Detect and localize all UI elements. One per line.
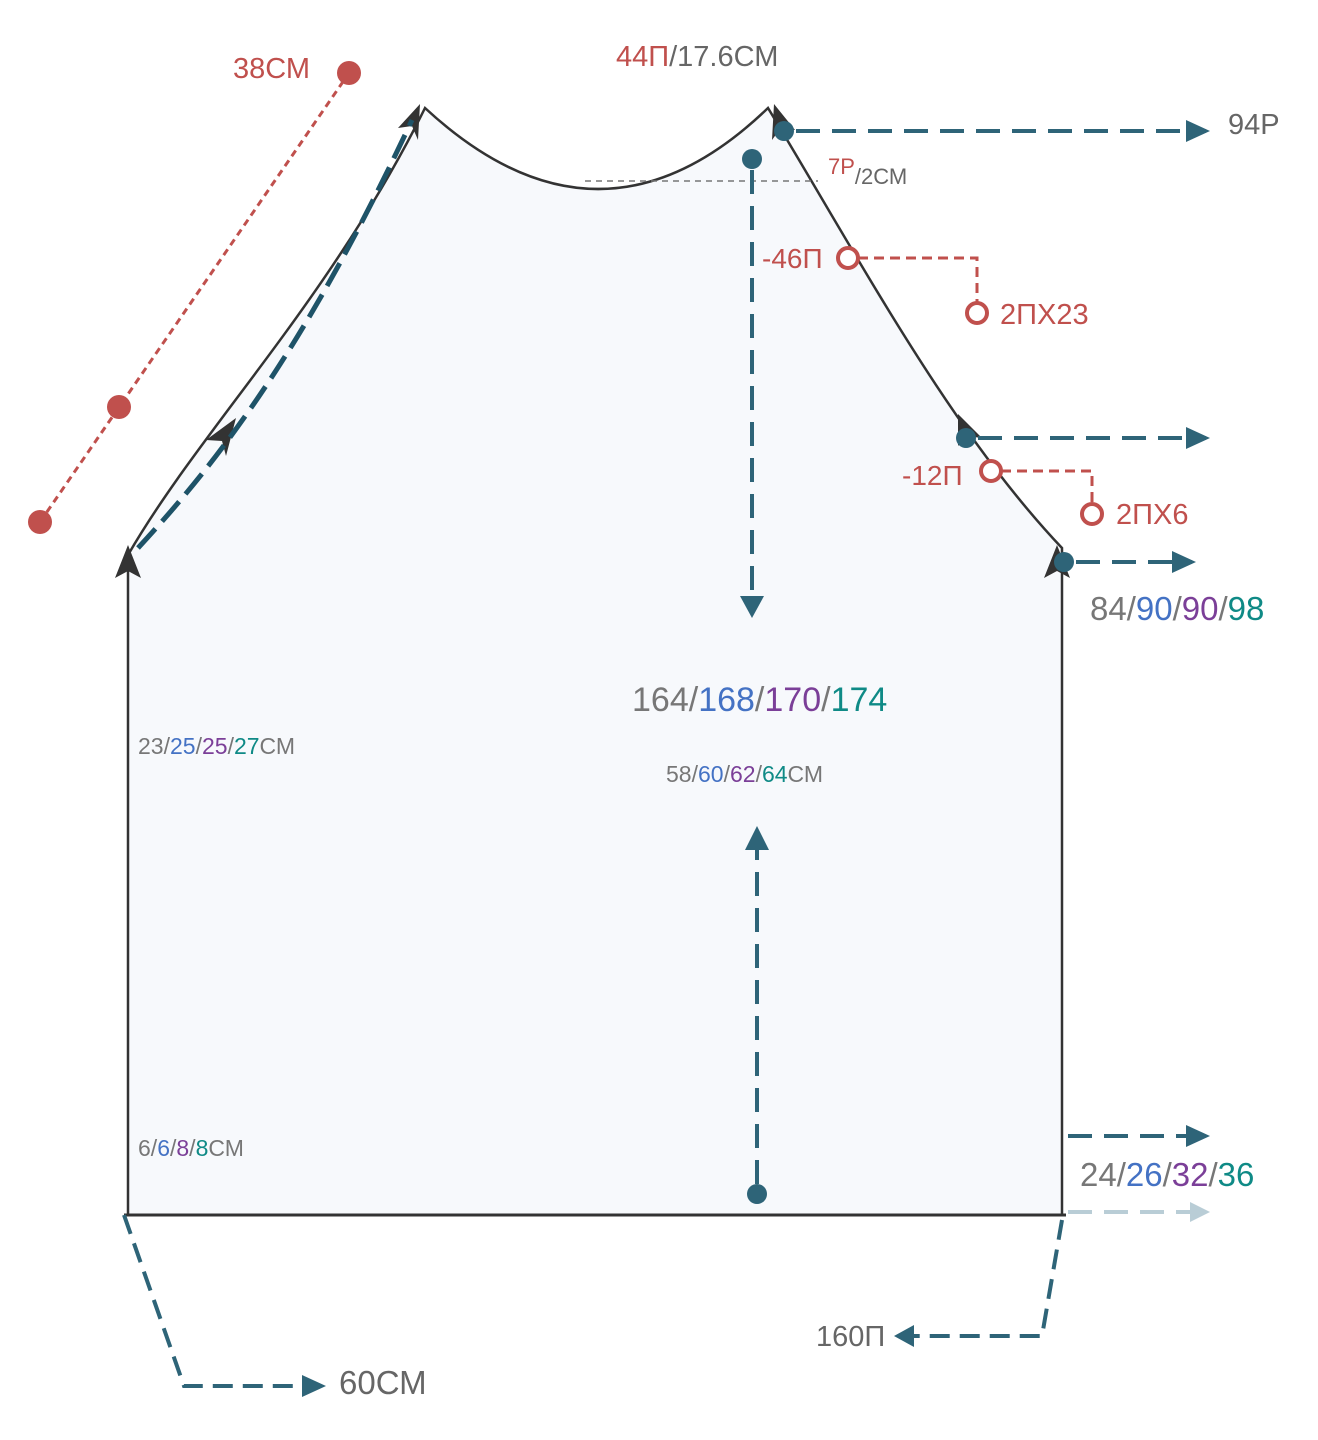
side-height-sizes: 23/25/25/27СМ	[138, 733, 295, 759]
width-bracket	[122, 1214, 305, 1388]
decrease-1-label: -46П	[762, 243, 823, 274]
repeat-point	[965, 301, 989, 325]
neck-width-label: 44П/17.6СМ	[616, 41, 778, 73]
neck-depth-rows: 7Р	[828, 154, 855, 179]
arrow-right-icon	[302, 1375, 326, 1397]
corner-arrow-icon	[206, 418, 236, 456]
stitches-sizes: 164/168/170/174	[632, 681, 887, 719]
marker-dot	[1054, 552, 1074, 572]
decrease-point	[979, 459, 1003, 483]
marker-dot	[774, 121, 794, 141]
length-sizes: 58/60/62/64СМ	[666, 761, 823, 787]
raglan-direction-path	[136, 118, 415, 550]
marker-dot	[956, 428, 976, 448]
rows-mid-sizes: 84/90/90/98	[1090, 590, 1264, 627]
rows-top-label: 94Р	[1228, 109, 1280, 141]
garment-outline	[126, 105, 1064, 1217]
rows-bottom-sizes: 24/26/32/36	[1080, 1156, 1254, 1193]
marker-dot	[742, 149, 762, 169]
faded-arrow-icon	[1190, 1202, 1210, 1222]
corner-arrow-icon	[115, 545, 141, 578]
decrease-leader	[1001, 469, 1094, 503]
decrease-leader	[858, 256, 979, 302]
neck-depth-cm: /2СМ	[855, 164, 907, 189]
arrow-up-icon	[745, 826, 769, 850]
measure-dot	[337, 61, 361, 85]
hem-sizes: 6/6/8/8СМ	[138, 1135, 244, 1161]
raglan-length-label: 38СМ	[233, 53, 310, 85]
arrow-down-icon	[740, 596, 764, 618]
measure-dot	[107, 395, 131, 419]
decrease-2-repeat-label: 2ПХ6	[1116, 499, 1188, 531]
cast-on-label: 160П	[816, 1321, 885, 1353]
decrease-2-label: -12П	[902, 460, 963, 491]
neck-cm: /17.6СМ	[669, 41, 778, 73]
decrease-point	[836, 246, 860, 270]
decrease-1-repeat-label: 2ПХ23	[1000, 299, 1089, 331]
neck-depth-label: 7Р/2СМ	[828, 154, 907, 189]
arrow-left-icon	[894, 1325, 914, 1347]
measure-dot	[28, 510, 52, 534]
repeat-point	[1080, 502, 1104, 526]
cast-on-bracket	[910, 1219, 1064, 1338]
width-label: 60СМ	[339, 1364, 427, 1401]
neck-stitch-count: 44П	[616, 41, 669, 73]
marker-dot	[747, 1184, 767, 1204]
raglan-measure-line	[38, 72, 351, 523]
